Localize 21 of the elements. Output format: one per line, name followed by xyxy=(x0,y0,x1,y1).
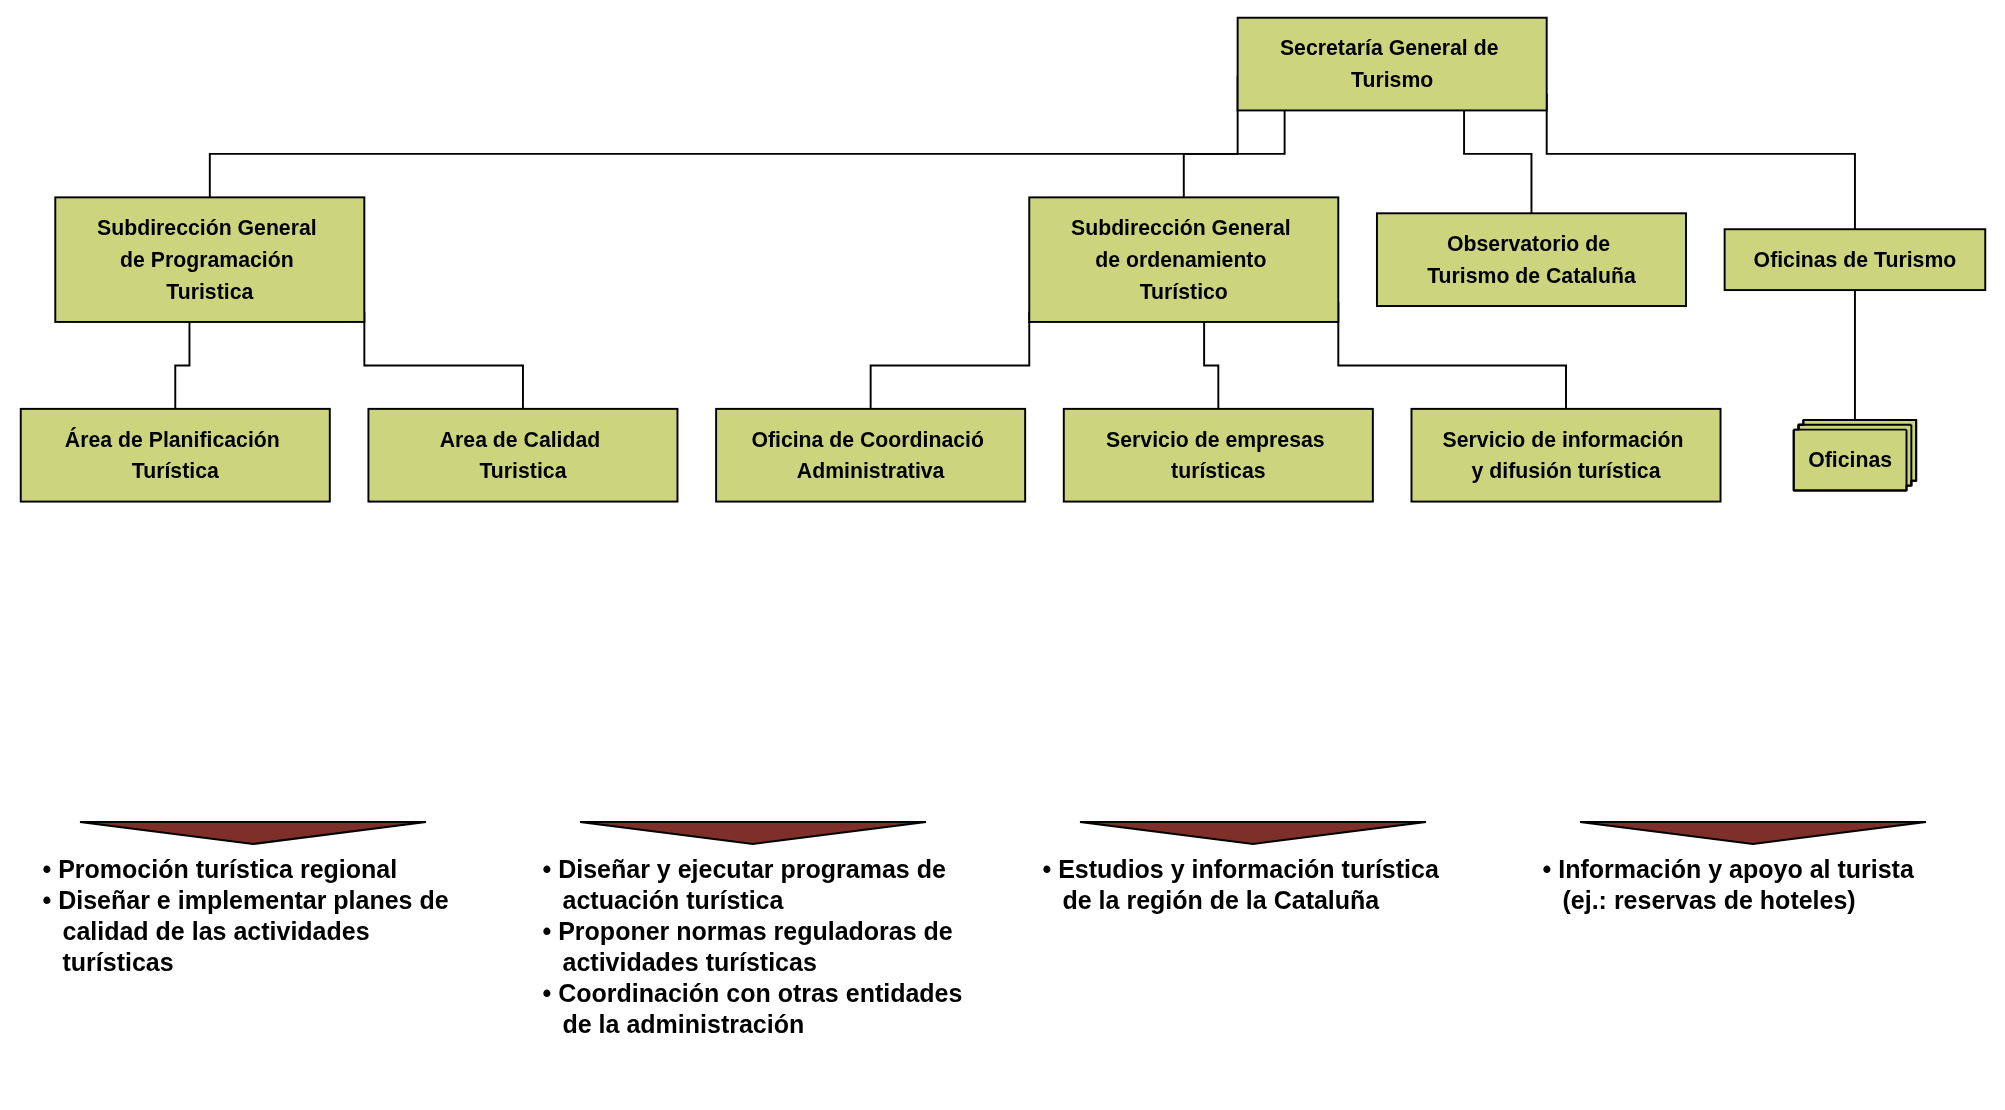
node-box: Subdirección General de Programación Turistica xyxy=(53,196,365,323)
bullet-text: • Información y apoyo al turista (ej.: reservas de hoteles) xyxy=(1542,854,1915,916)
node-box: Observatorio de Turismo de Cataluña xyxy=(1375,212,1687,307)
connector xyxy=(1182,109,1286,199)
connector xyxy=(1202,321,1219,410)
node-box: Servicio de información y difusión turística xyxy=(1410,407,1721,503)
node-box: Oficinas de Turismo xyxy=(1723,228,1986,292)
connector xyxy=(173,321,190,410)
bullet-text: • Coordinación con otras entidades de la administración xyxy=(542,978,963,1040)
bullet-text: • Diseñar e implementar planes de calidad de las actividades turísticas xyxy=(42,885,450,978)
node-box: Area de Calidad Turistica xyxy=(366,407,678,503)
bullet-text: • Estudios y información turística de la región de la Cataluña xyxy=(1042,854,1440,916)
node-box: Servicio de empresas turísticas xyxy=(1062,407,1374,503)
bullet-text: • Promoción turística regional xyxy=(42,854,399,885)
node-box: Secretaría General de Turismo xyxy=(1236,16,1548,112)
bullet-text: • Diseñar y ejecutar programas de actuación turística xyxy=(542,854,947,916)
bullet-text: • Proponer normas reguladoras de actividades turísticas xyxy=(542,916,954,978)
node-box: Área de Planificación Turística xyxy=(19,407,331,503)
node-box: Oficina de Coordinació Administrativa xyxy=(714,407,1026,503)
connector xyxy=(1462,109,1532,215)
node-box: Subdirección General de ordenamiento Turístico xyxy=(1027,196,1339,323)
